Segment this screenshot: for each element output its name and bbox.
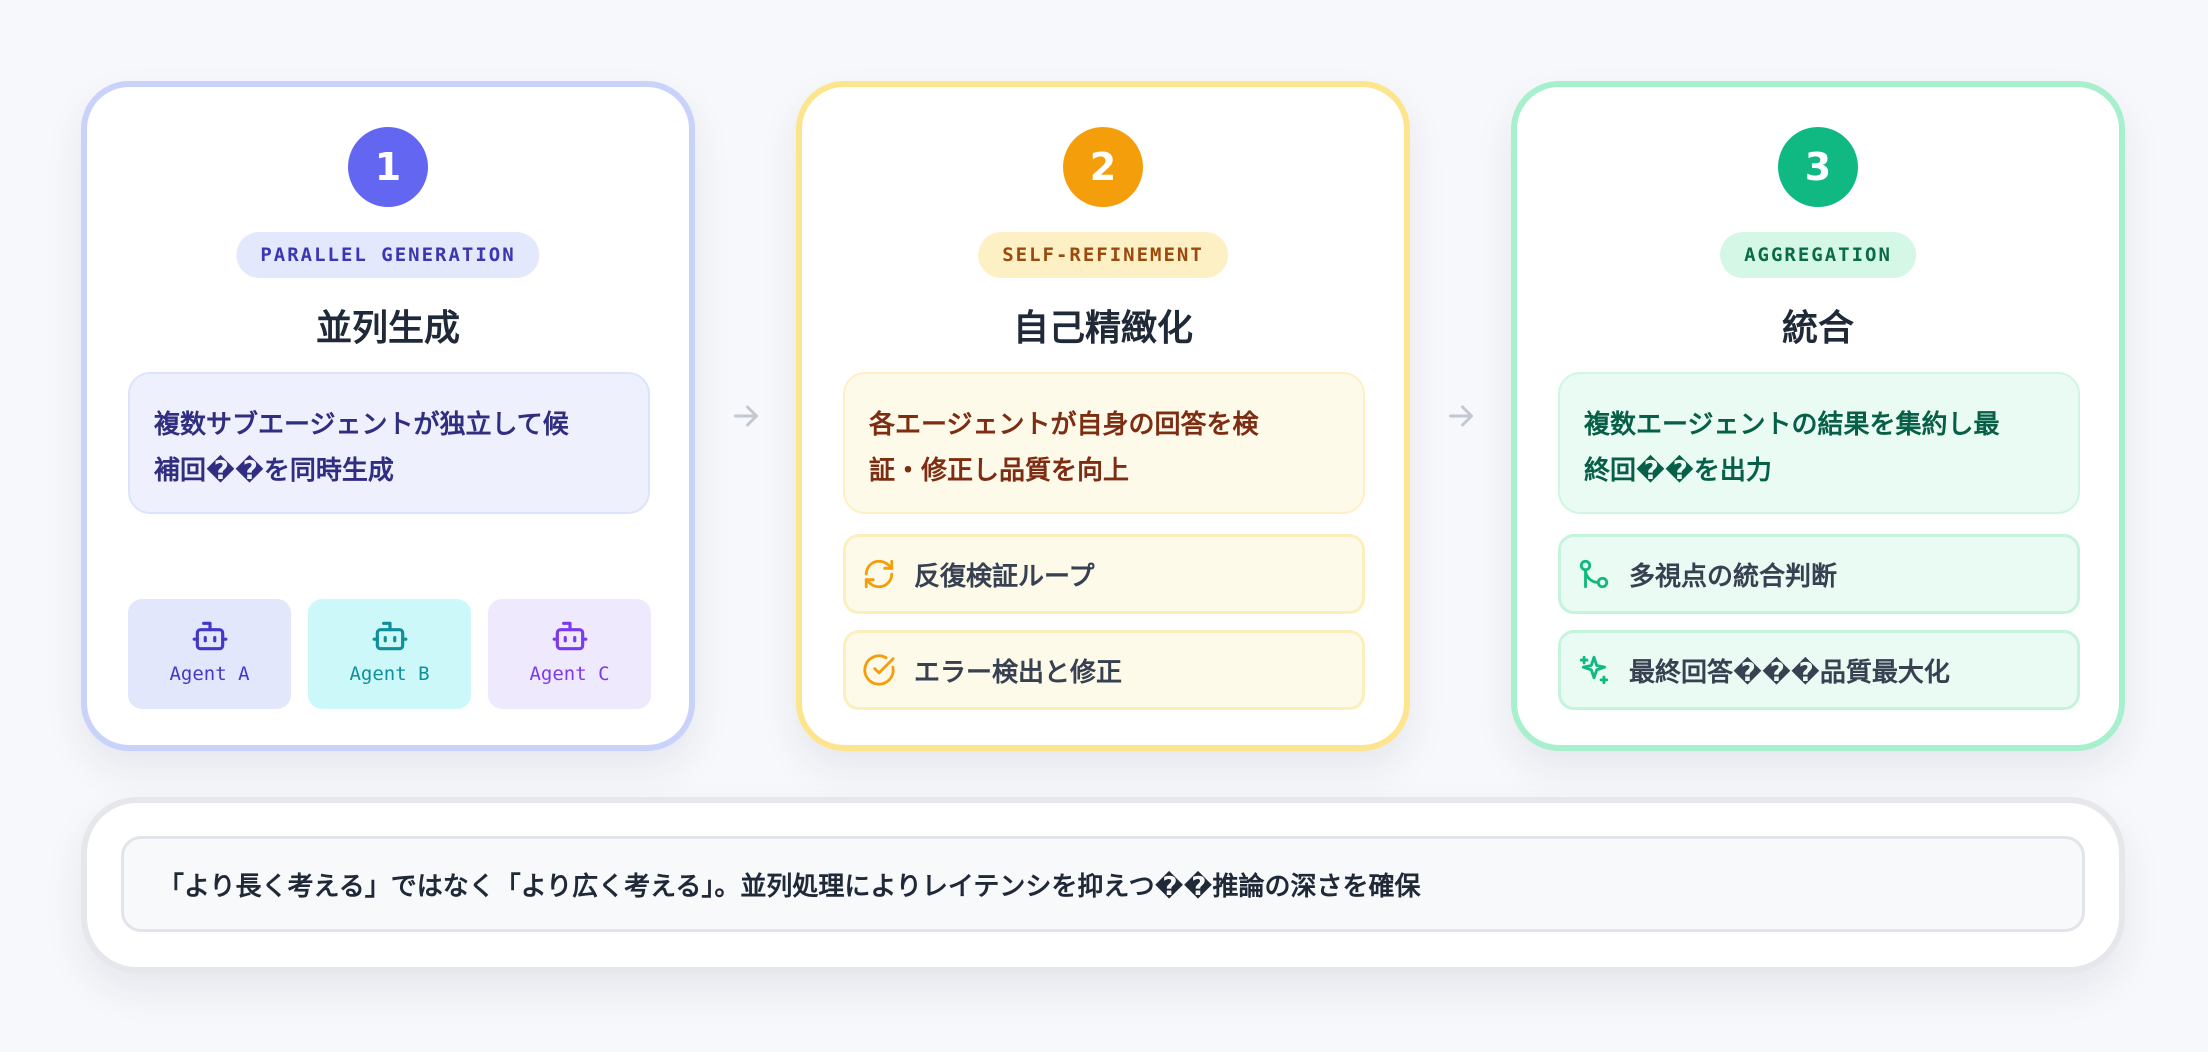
step-title: 並列生成 bbox=[315, 308, 460, 349]
arrow-right-icon bbox=[1449, 405, 1473, 427]
feature-label: 最終回答���品質最大化 bbox=[1629, 657, 1950, 688]
sparkles-icon bbox=[1579, 655, 1609, 685]
feature-label: 反復検証ループ bbox=[914, 561, 1095, 592]
refresh-icon bbox=[864, 559, 894, 589]
step-card-self-refinement: 2 SELF-REFINEMENT 自己精緻化 各エージェントが自身の回答を検 … bbox=[796, 81, 1410, 751]
step-card-parallel-generation: 1 PARALLEL GENERATION 並列生成 複数サブエージェントが独立… bbox=[81, 81, 695, 751]
agent-c-tile: Agent C bbox=[488, 599, 651, 709]
step-description: 複数エージェントの結果を集約し最 終回��を出力 bbox=[1558, 372, 2080, 514]
step-title: 統合 bbox=[1781, 308, 1854, 349]
feature-quality-maximization: 最終回答���品質最大化 bbox=[1558, 630, 2080, 710]
agent-label: Agent A bbox=[169, 663, 250, 685]
arrow-right-icon bbox=[734, 405, 758, 427]
step-description: 複数サブエージェントが独立して候 補回��を同時生成 bbox=[128, 372, 650, 514]
summary-text: 「より長く考える」ではなく「より広く考える」。並列処理によりレイテンシを抑えつ�… bbox=[121, 836, 2085, 932]
git-merge-icon bbox=[1579, 559, 1609, 589]
feature-iterative-verification: 反復検証ループ bbox=[843, 534, 1365, 614]
agent-a-tile: Agent A bbox=[128, 599, 291, 709]
step-title: 自己精緻化 bbox=[1012, 308, 1193, 349]
description-line-2: 補回��を同時生成 bbox=[154, 456, 394, 486]
step-tag: PARALLEL GENERATION bbox=[236, 232, 540, 278]
feature-label: エラー検出と修正 bbox=[914, 657, 1123, 688]
robot-icon bbox=[192, 621, 227, 651]
step-description: 各エージェントが自身の回答を検 証・修正し品質を向上 bbox=[843, 372, 1365, 514]
description-line-1: 複数エージェントの結果を集約し最 bbox=[1584, 410, 2000, 440]
description-line-1: 各エージェントが自身の回答を検 bbox=[869, 410, 1259, 440]
feature-label: 多視点の統合判断 bbox=[1629, 561, 1838, 592]
description-line-1: 複数サブエージェントが独立して候 bbox=[154, 410, 569, 440]
summary-panel: 「より長く考える」ではなく「より広く考える」。並列処理によりレイテンシを抑えつ�… bbox=[81, 797, 2125, 973]
step-tag: SELF-REFINEMENT bbox=[978, 232, 1228, 278]
robot-icon bbox=[552, 621, 587, 651]
step-number-badge: 1 bbox=[348, 127, 428, 207]
agent-label: Agent C bbox=[529, 663, 610, 685]
description-line-2: 終回��を出力 bbox=[1584, 456, 1772, 486]
step-number-badge: 3 bbox=[1778, 127, 1858, 207]
agent-label: Agent B bbox=[349, 663, 430, 685]
description-line-2: 証・修正し品質を向上 bbox=[869, 456, 1130, 486]
feature-multi-perspective: 多視点の統合判断 bbox=[1558, 534, 2080, 614]
check-circle-icon bbox=[863, 654, 895, 686]
robot-icon bbox=[372, 621, 407, 651]
step-number-badge: 2 bbox=[1063, 127, 1143, 207]
step-tag: AGGREGATION bbox=[1720, 232, 1916, 278]
agent-b-tile: Agent B bbox=[308, 599, 471, 709]
step-card-aggregation: 3 AGGREGATION 統合 複数エージェントの結果を集約し最 終回��を出… bbox=[1511, 81, 2125, 751]
feature-error-detection: エラー検出と修正 bbox=[843, 630, 1365, 710]
